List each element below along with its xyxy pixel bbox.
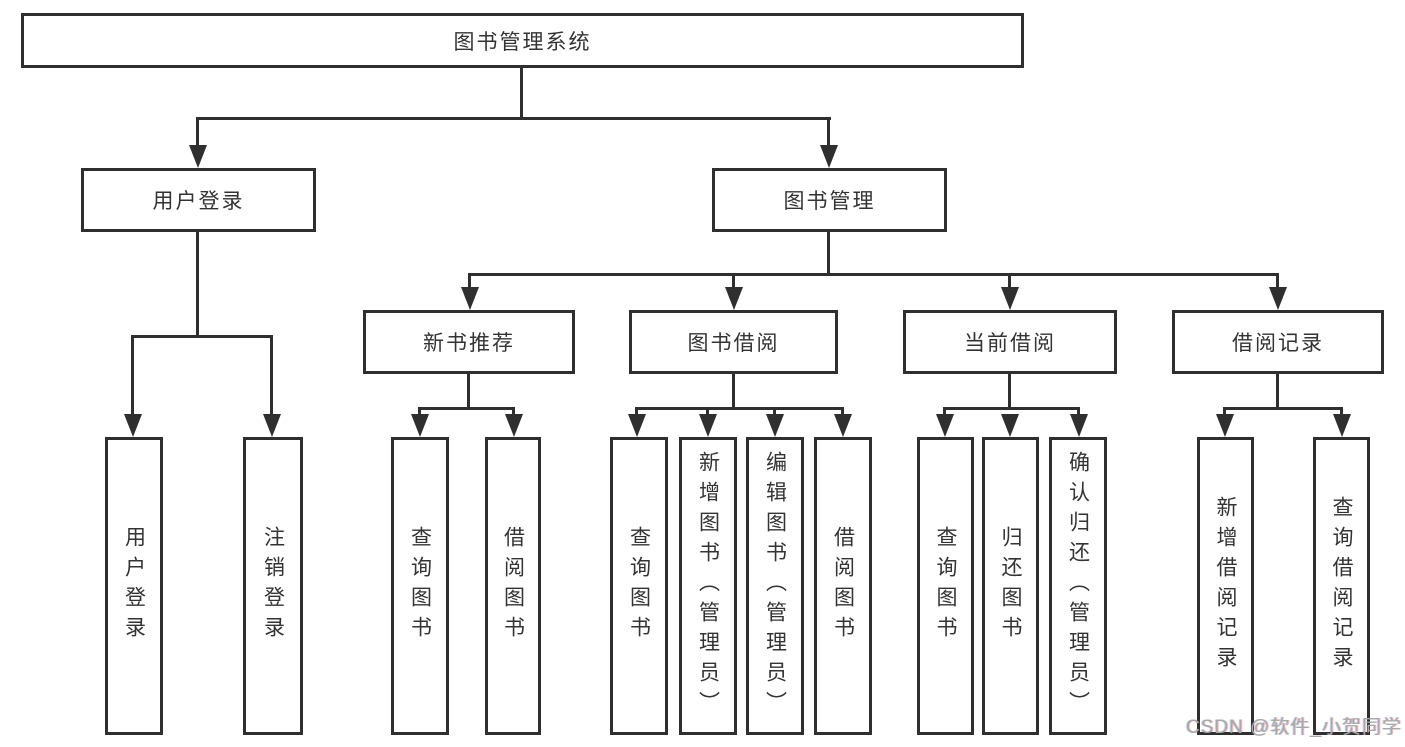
leaf-borrow-add-books-admin: 新增图书（管理员）	[679, 437, 737, 735]
csdn-watermark: CSDN @软件_小贺同学	[1186, 717, 1402, 738]
connector-line	[270, 335, 273, 420]
node-root: 图书管理系统	[21, 13, 1024, 68]
leaf-records-query-record: 查询借阅记录	[1313, 437, 1370, 735]
leaf-current-confirm-return-admin: 确认归还（管理员）	[1049, 437, 1107, 735]
connector-line	[1008, 374, 1011, 410]
arrow-down-icon	[725, 287, 743, 310]
connector-line	[635, 407, 844, 410]
arrow-down-icon	[820, 145, 838, 168]
connector-line	[468, 273, 471, 292]
connector-line	[131, 335, 273, 338]
connector-line	[418, 407, 421, 420]
arrow-down-icon	[1001, 287, 1019, 310]
connector-line	[635, 407, 638, 420]
node-new-book-recommend: 新书推荐	[363, 310, 575, 374]
arrow-down-icon	[461, 287, 479, 310]
connector-line	[1008, 273, 1011, 292]
connector-line	[131, 335, 134, 420]
arrow-down-icon	[411, 414, 429, 437]
arrow-down-icon	[936, 414, 954, 437]
connector-line	[1223, 407, 1343, 410]
arrow-down-icon	[505, 414, 523, 437]
leaf-records-add-record: 新增借阅记录	[1197, 437, 1254, 735]
leaf-borrow-edit-books-admin: 编辑图书（管理员）	[746, 437, 804, 735]
connector-line	[418, 407, 515, 410]
connector-line	[841, 407, 844, 420]
connector-line	[1276, 273, 1279, 292]
node-current-borrow: 当前借阅	[903, 310, 1117, 374]
leaf-recommend-borrow-books: 借阅图书	[485, 437, 541, 735]
connector-line	[827, 117, 830, 150]
leaf-user-login: 用户登录	[105, 437, 163, 735]
node-book-management: 图书管理	[712, 168, 947, 232]
node-user-login: 用户登录	[81, 168, 316, 232]
connector-line	[512, 407, 515, 420]
arrow-down-icon	[1333, 414, 1351, 437]
arrow-down-icon	[1070, 414, 1088, 437]
arrow-down-icon	[1216, 414, 1234, 437]
connector-line	[943, 407, 1080, 410]
arrow-down-icon	[124, 414, 142, 437]
connector-line	[732, 273, 735, 292]
node-book-borrow: 图书借阅	[629, 310, 838, 374]
arrow-down-icon	[189, 145, 207, 168]
leaf-current-query-books: 查询图书	[917, 437, 974, 735]
connector-line	[706, 407, 709, 420]
arrow-down-icon	[1001, 414, 1019, 437]
arrow-down-icon	[263, 414, 281, 437]
connector-line	[196, 117, 199, 150]
connector-line	[1223, 407, 1226, 420]
leaf-current-return-books: 归还图书	[982, 437, 1039, 735]
connector-line	[773, 407, 776, 420]
connector-line	[1276, 374, 1279, 410]
arrow-down-icon	[1269, 287, 1287, 310]
connector-line	[196, 117, 831, 120]
connector-line	[468, 273, 1279, 276]
arrow-down-icon	[699, 414, 717, 437]
node-borrow-records: 借阅记录	[1172, 310, 1384, 374]
connector-line	[467, 374, 470, 410]
connector-line	[943, 407, 946, 420]
connector-line	[1077, 407, 1080, 420]
connector-line	[827, 232, 830, 276]
arrow-down-icon	[834, 414, 852, 437]
connector-line	[196, 232, 199, 338]
leaf-borrow-borrow-books: 借阅图书	[814, 437, 872, 735]
arrow-down-icon	[766, 414, 784, 437]
connector-line	[732, 374, 735, 410]
leaf-borrow-query-books: 查询图书	[610, 437, 668, 735]
leaf-recommend-query-books: 查询图书	[391, 437, 449, 735]
leaf-logout: 注销登录	[243, 437, 303, 735]
connector-line	[1340, 407, 1343, 420]
arrow-down-icon	[628, 414, 646, 437]
connector-line	[520, 68, 523, 120]
